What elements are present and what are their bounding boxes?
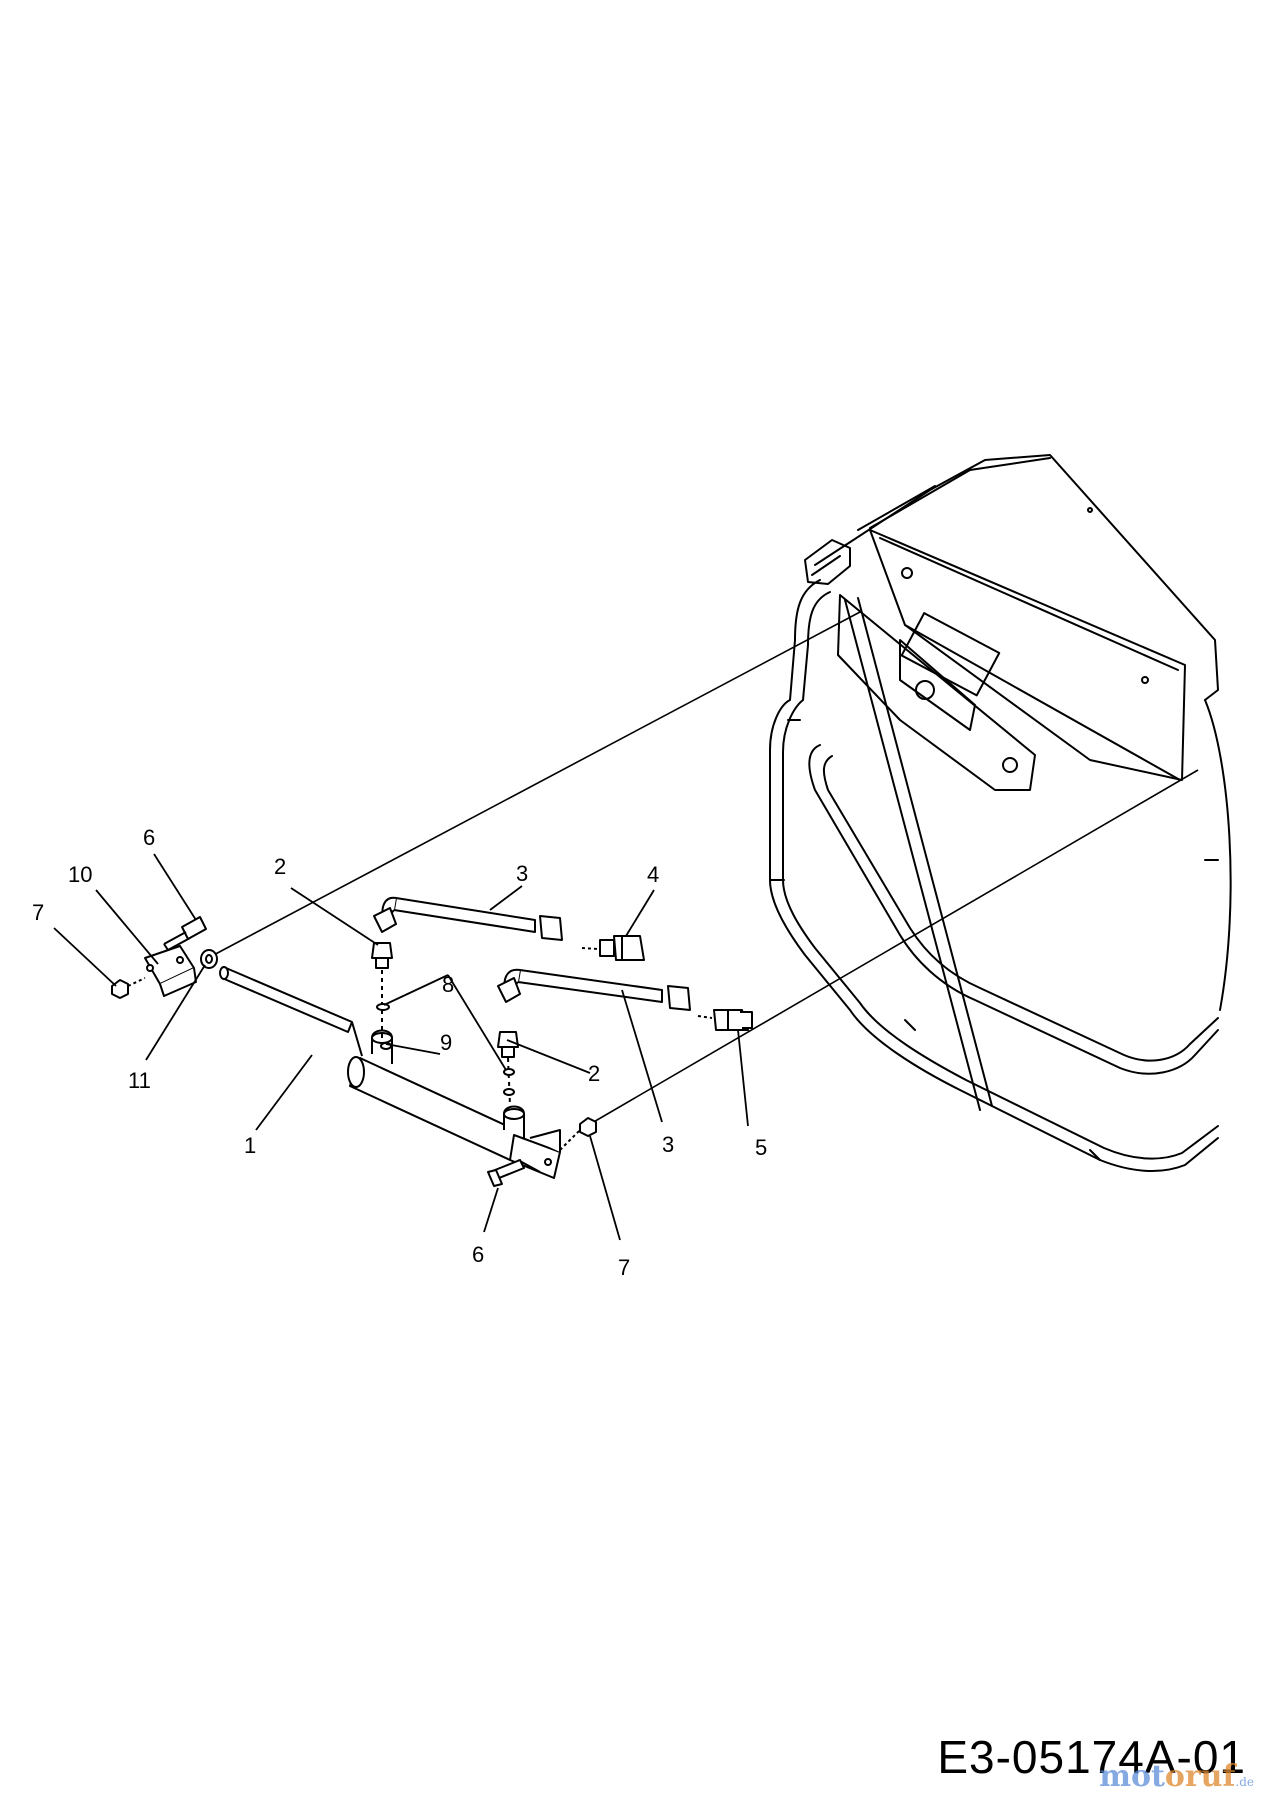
cylinder-barrel: [349, 1057, 521, 1161]
frame-inner-tube: [808, 744, 1219, 1075]
callout-8: 8: [442, 972, 454, 997]
grass-catcher-assembly: [769, 454, 1232, 1173]
reference-line-lower: [584, 769, 1199, 1128]
bolt-lower-head: [487, 1169, 503, 1187]
o-ring-lower-2: [503, 1088, 515, 1096]
bag-side: [1204, 699, 1232, 1011]
frame-outer-tube: [769, 579, 1219, 1173]
drawing-number: E3-05174A-01: [937, 1731, 1246, 1783]
callout-9: 9: [440, 1030, 452, 1055]
cylinder-rod: [221, 967, 353, 1033]
fitting-upper: [371, 942, 393, 959]
callout-6-lower: 6: [472, 1242, 484, 1267]
cylinder-clevis: [509, 1134, 561, 1179]
frame-clip: [804, 539, 851, 585]
coupler-lower: [713, 1009, 749, 1031]
callout-3-lower: 3: [662, 1132, 674, 1157]
callout-2-lower: 2: [588, 1061, 600, 1086]
callout-3-upper: 3: [516, 861, 528, 886]
frame-brace: [844, 599, 981, 1111]
hose-lower-nut: [667, 985, 691, 1011]
nut-upper-left: [111, 979, 129, 999]
bolt-upper: [181, 916, 207, 940]
callout-2-upper: 2: [274, 854, 286, 879]
coupler-upper: [599, 939, 615, 957]
mounting-bracket: [837, 594, 1036, 791]
nut-lower-right: [579, 1117, 597, 1137]
watermark-logo: motoruf.de: [1099, 1759, 1254, 1794]
o-ring-upper-1: [376, 1003, 390, 1011]
callout-6-upper: 6: [143, 825, 155, 850]
callouts: 6 10 7 11 2 3 4 8 9 2 1 3 5 6 7: [32, 825, 767, 1280]
callout-1: 1: [244, 1133, 256, 1158]
reference-line-upper: [207, 611, 861, 959]
callout-5: 5: [755, 1135, 767, 1160]
callout-7-lower: 7: [618, 1255, 630, 1280]
callout-11: 11: [128, 1068, 151, 1093]
watermark-suffix: .de: [1235, 1775, 1254, 1789]
hose-upper-nut: [539, 915, 563, 941]
callout-10: 10: [68, 862, 92, 887]
callout-4: 4: [647, 862, 659, 887]
watermark-part-a: mot: [1099, 1759, 1165, 1794]
fasteners: [111, 916, 597, 1187]
hoses: [373, 896, 753, 1031]
bag-front-panel: [869, 529, 1186, 781]
o-ring-lower-1: [503, 1068, 515, 1076]
hose-lower: [517, 969, 663, 1003]
leader-lines: [53, 853, 749, 1241]
hose-upper: [393, 897, 536, 933]
reference-lines: [207, 611, 1199, 1128]
watermark-part-b: oruf: [1164, 1759, 1236, 1794]
callout-7-left: 7: [32, 900, 44, 925]
